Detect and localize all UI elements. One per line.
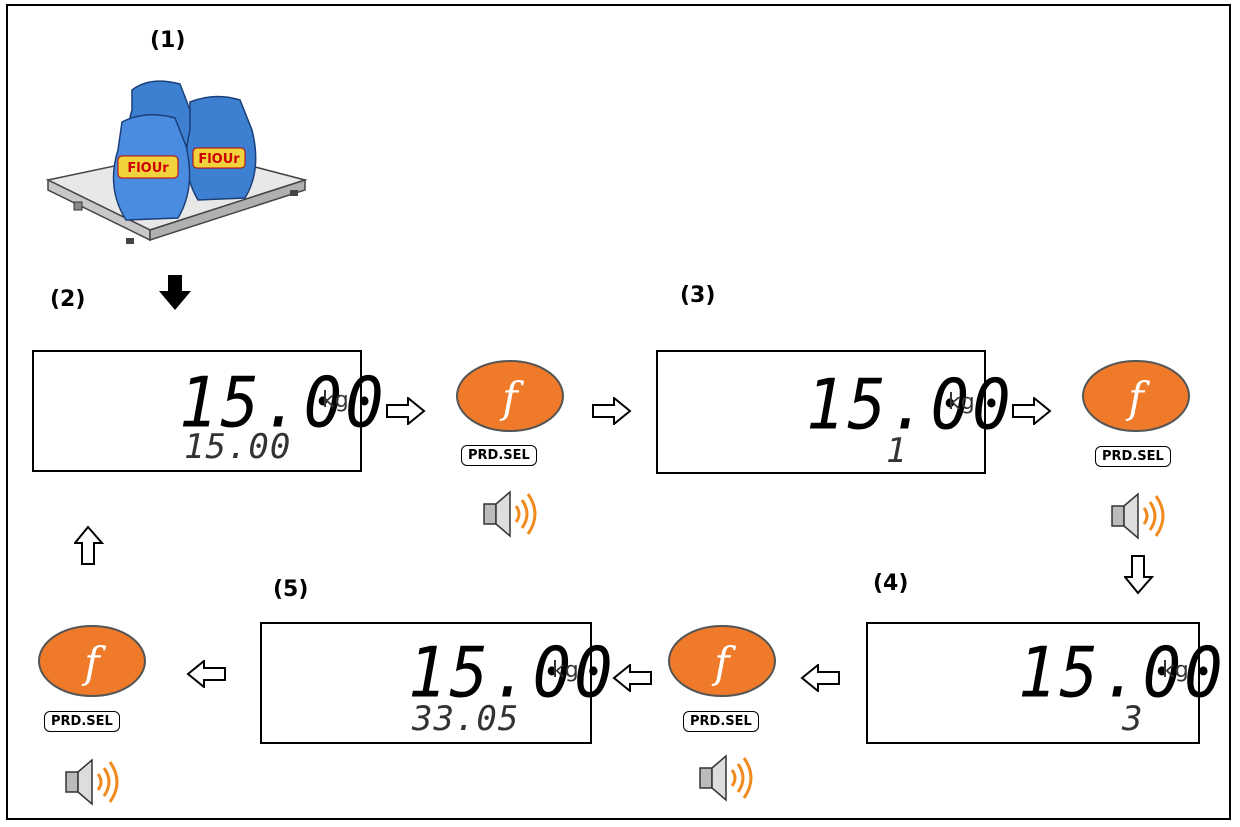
arrow-left-icon [186, 660, 226, 688]
unit-label: kg [322, 388, 349, 413]
prd-sel-button[interactable]: PRD.SEL [461, 445, 537, 466]
step-label-3: (3) [680, 283, 716, 308]
arrow-right-icon [386, 397, 426, 425]
speaker-icon [1111, 492, 1165, 540]
prd-sel-button[interactable]: PRD.SEL [683, 711, 759, 732]
main-weight-readout: 15.00 [806, 366, 1014, 446]
solid-arrow-down-icon [159, 275, 191, 310]
arrow-left-icon [612, 664, 652, 692]
secondary-readout: 33.05 [412, 699, 520, 739]
display-step-5: 15.00 kg 33.05 [260, 622, 613, 744]
main-weight-readout: 15.00 [179, 364, 387, 444]
f-key-icon[interactable]: f [666, 623, 778, 699]
arrow-up-icon [74, 525, 104, 565]
speaker-icon [65, 758, 119, 806]
secondary-readout: 15.00 [184, 427, 292, 467]
step-label-2: (2) [50, 287, 86, 312]
step-label-4: (4) [873, 571, 909, 596]
step-label-1: (1) [150, 28, 186, 53]
secondary-readout: 1 [886, 431, 908, 471]
unit-label: kg [948, 390, 975, 415]
step-label-5: (5) [273, 577, 309, 602]
speaker-icon [483, 490, 537, 538]
display-step-3: 15.00 kg 1 [656, 350, 1011, 474]
bag-label-front: FlOUr [127, 161, 169, 176]
prd-sel-button[interactable]: PRD.SEL [44, 711, 120, 732]
arrow-left-icon [800, 664, 840, 692]
main-weight-readout: 15.00 [408, 634, 616, 714]
display-step-4: 15.00 kg 3 [866, 622, 1223, 744]
secondary-readout: 3 [1122, 699, 1144, 739]
f-key-icon[interactable]: f [454, 358, 566, 434]
arrow-right-icon [1012, 397, 1052, 425]
unit-label: kg [1162, 658, 1189, 683]
main-weight-readout: 15.00 [1018, 634, 1226, 714]
speaker-icon [699, 754, 753, 802]
display-step-2: 15.00 kg 15.00 [32, 350, 384, 472]
scale-with-flour-bags-illustration: FlOUr FlOUr [45, 80, 308, 244]
prd-sel-button[interactable]: PRD.SEL [1095, 446, 1171, 467]
f-key-icon[interactable]: f [1080, 358, 1192, 434]
arrow-down-icon [1124, 555, 1154, 595]
unit-label: kg [552, 658, 579, 683]
f-key-icon[interactable]: f [36, 623, 148, 699]
bag-label-right: FlOUr [198, 152, 240, 167]
diagram-frame [6, 4, 1231, 820]
arrow-right-icon [592, 397, 632, 425]
